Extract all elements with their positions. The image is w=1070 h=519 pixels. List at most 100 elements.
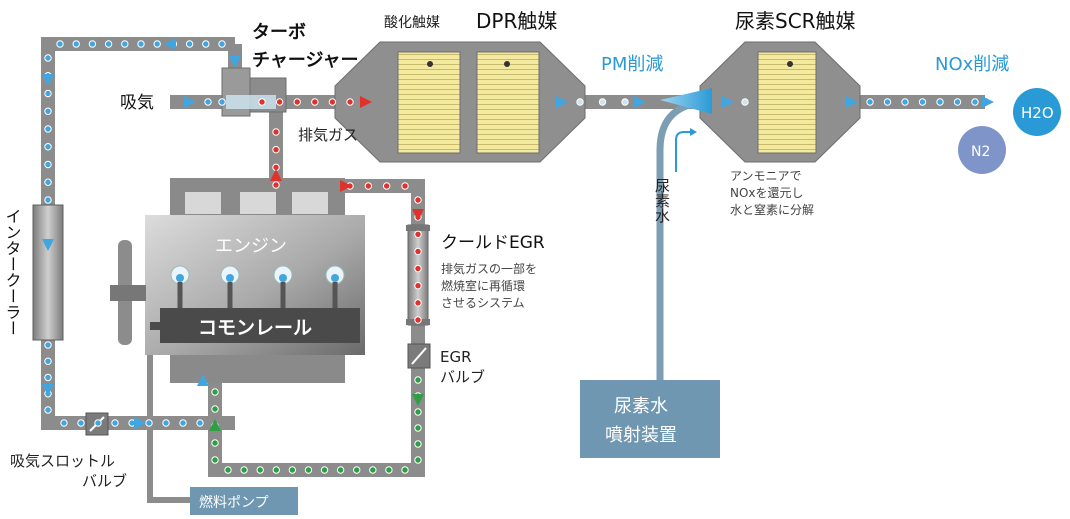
air-flow-arrow: [184, 96, 196, 108]
recirc-flow-dot: [385, 466, 393, 474]
clean-flow-dot: [936, 98, 944, 106]
egr-valve-label-1: EGR: [440, 348, 472, 366]
air-flow-dot: [185, 40, 194, 48]
clean-flow-dot: [866, 98, 874, 106]
air-flow-dot: [56, 40, 64, 48]
air-flow-dot: [137, 40, 145, 48]
air-flow-dot: [162, 419, 170, 427]
clean-flow-arrow: [846, 96, 858, 108]
recirc-flow-dot: [401, 466, 409, 474]
scr-desc-1: アンモニアで: [730, 169, 802, 183]
scr-catalyst-core: [757, 51, 817, 154]
recirc-flow-dot: [272, 466, 280, 474]
egr-flow-dot: [414, 247, 422, 256]
air-flow-dot: [44, 357, 52, 365]
air-flow-dot: [44, 341, 52, 349]
exhaust-flow-dot: [311, 98, 319, 106]
throttle-valve-label-1: 吸気スロットル: [10, 452, 115, 470]
egr-flow-dot: [414, 196, 422, 204]
air-flow-dot: [202, 40, 210, 48]
recirc-flow-dot: [211, 388, 219, 396]
air-flow-dot: [44, 107, 52, 115]
dpr-catalyst-label: DPR触媒: [476, 9, 557, 33]
clean-flow-dot: [918, 98, 927, 106]
clean-flow-dot: [598, 98, 607, 106]
urea-injector-label-1: 尿素水: [614, 396, 668, 417]
air-flow-arrow: [134, 417, 146, 429]
exhaust-flow-dot: [275, 98, 284, 106]
recirc-flow-arrow: [209, 419, 221, 431]
air-flow-dot: [44, 178, 52, 186]
recirc-flow-dot: [336, 466, 345, 474]
pm-reduction-label: PM削減: [601, 54, 663, 75]
egr-valve-label-2: バルブ: [440, 368, 485, 386]
recirc-flow-dot: [414, 376, 422, 384]
urea-injector-box: [580, 380, 720, 458]
scr-catalyst-can: [699, 41, 861, 163]
egr-flow-dot: [364, 182, 373, 190]
turbocharger-label: ターボ: [252, 22, 306, 43]
cooled-egr-unit: [406, 224, 430, 326]
recirc-flow-dot: [414, 424, 422, 432]
recirc-flow-dot: [414, 440, 422, 448]
recirc-flow-dot: [211, 405, 219, 413]
intercooler-label: インタークーラー: [3, 208, 22, 336]
engine-block: [110, 178, 365, 383]
air-flow-dot: [44, 406, 52, 414]
air-flow-arrow: [42, 384, 54, 396]
recirc-flow-dot: [414, 408, 422, 416]
clean-flow-arrow: [634, 96, 646, 108]
h2o-label: H2O: [1021, 104, 1054, 122]
air-flow-dot: [88, 40, 97, 48]
exhaust-flow-dot: [346, 98, 354, 106]
scr-desc-3: 水と窒素に分解: [730, 202, 814, 217]
air-flow-arrow: [42, 239, 54, 251]
fuel-injectors: [170, 265, 345, 310]
exhaust-flow-arrow: [270, 169, 282, 181]
egr-flow-arrow: [412, 209, 424, 221]
air-flow-dot: [94, 419, 102, 427]
clean-flow-dot: [883, 98, 892, 106]
urea-water-label: 尿素水: [653, 178, 671, 223]
recirc-flow-dot: [414, 456, 422, 464]
flow-dots: [42, 38, 994, 474]
air-flow-arrow: [42, 74, 54, 86]
air-flow-dot: [44, 89, 52, 98]
egr-flow-dot: [382, 182, 391, 190]
n2-label: N2: [971, 144, 990, 160]
air-flow-dot: [111, 419, 119, 427]
air-flow-dot: [179, 419, 187, 427]
air-flow-dot: [44, 196, 52, 204]
fuel-pump-box: [190, 487, 298, 515]
egr-flow-dot: [414, 282, 422, 290]
engine-label: エンジン: [215, 236, 287, 257]
air-flow-dot: [218, 98, 226, 106]
cooled-egr-label: クールドEGR: [441, 233, 545, 253]
clean-flow-dot: [901, 98, 909, 106]
egr-flow-dot: [414, 264, 422, 273]
air-flow-dot: [196, 419, 204, 427]
egr-flow-dot: [414, 230, 422, 238]
dpr-catalyst-can: [334, 41, 586, 163]
egr-flow-dot: [414, 316, 422, 324]
air-flow-dot: [72, 40, 80, 48]
air-flow-arrow: [197, 374, 209, 386]
urea-nozzle: [660, 88, 712, 114]
recirc-flow-dot: [240, 466, 248, 474]
clean-flow-dot: [971, 98, 979, 106]
egr-desc-2: 燃焼室に再循環: [441, 278, 525, 293]
n2-bubble: [958, 126, 1006, 174]
urea-pipe: [656, 98, 713, 380]
recirc-flow-dot: [256, 466, 264, 474]
fuel-pump-label: 燃料ポンプ: [199, 494, 269, 511]
throttle-valve-label-2: バルブ: [82, 472, 127, 490]
clean-flow-dot: [576, 98, 584, 106]
exhaust-flow-arrow: [360, 96, 372, 108]
turbocharger-label-2: チャージャー: [252, 50, 359, 71]
air-flow-arrow: [229, 56, 241, 68]
common-rail-label: コモンレール: [198, 317, 312, 339]
clean-flow-arrow: [556, 96, 568, 108]
egr-desc-1: 排気ガスの一部を: [441, 261, 537, 276]
recirc-flow-dot: [304, 466, 313, 474]
